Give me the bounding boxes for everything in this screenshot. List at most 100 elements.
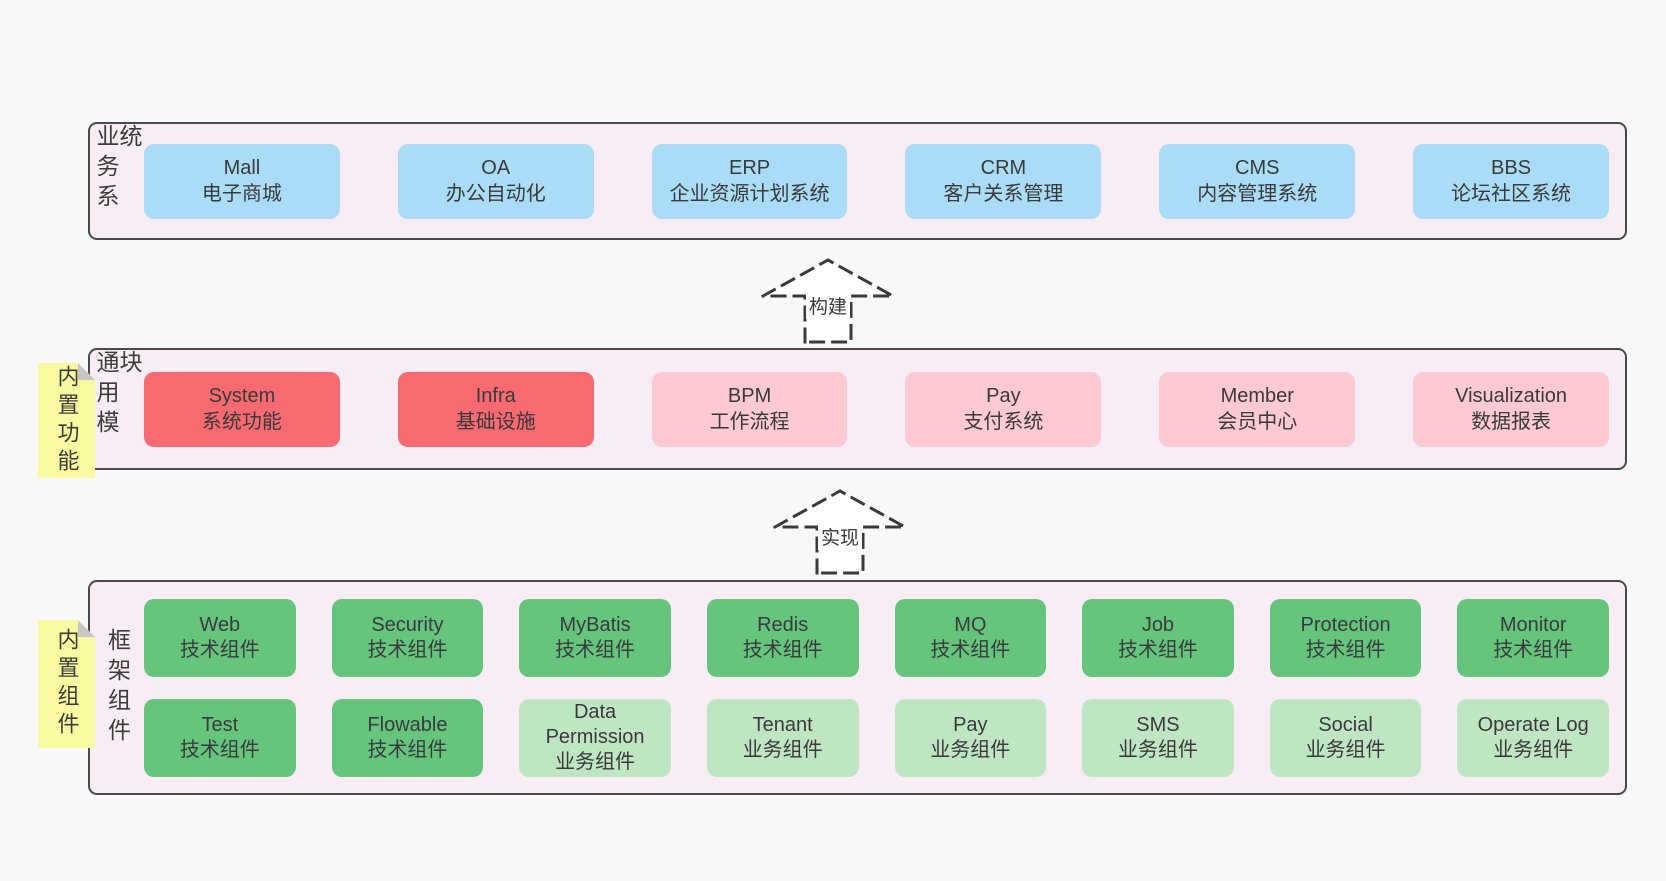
up-arrow-implement: 实现 <box>770 487 910 575</box>
card-oa: OA 办公自动化 <box>397 143 594 219</box>
card-mall: Mall 电子商城 <box>144 143 340 219</box>
card-subtitle: 技术组件 <box>367 738 448 761</box>
up-arrow-build: 构建 <box>758 256 898 344</box>
card-subtitle: 会员中心 <box>1217 411 1298 433</box>
band-label-text: 业务系统 <box>93 124 142 214</box>
card-title: SMS <box>1136 713 1180 736</box>
card-subtitle: 数据报表 <box>1471 411 1552 433</box>
card-subtitle: 技术组件 <box>742 638 823 661</box>
card-test: Test 技术组件 <box>144 698 296 777</box>
card-security: Security 技术组件 <box>331 598 484 677</box>
card-subtitle: 业务组件 <box>1493 738 1574 761</box>
card-subtitle: 技术组件 <box>1493 638 1574 661</box>
card-title: Operate Log <box>1477 713 1589 736</box>
card-bbs: BBS 论坛社区系统 <box>1413 143 1609 219</box>
card-title: Pay <box>953 713 988 736</box>
card-title: Monitor <box>1499 613 1567 636</box>
card-title: Member <box>1220 385 1294 407</box>
card-subtitle: 技术组件 <box>367 638 448 661</box>
card-subtitle: 业务组件 <box>1117 738 1198 761</box>
card-subtitle: 基础设施 <box>455 411 536 433</box>
card-subtitle: 业务组件 <box>1305 738 1386 761</box>
card-title: MQ <box>954 613 987 636</box>
card-title: Pay <box>986 385 1021 407</box>
card-title: Visualization <box>1455 385 1568 407</box>
sticky-note-built-in-components: 内置组件 <box>38 620 95 748</box>
card-operate-log: Operate Log 业务组件 <box>1457 698 1609 777</box>
card-subtitle: 业务组件 <box>742 738 823 761</box>
card-title: CRM <box>980 157 1027 179</box>
card-subtitle: 技术组件 <box>179 638 260 661</box>
card-subtitle: 支付系统 <box>963 411 1044 433</box>
card-mq: MQ 技术组件 <box>894 598 1047 677</box>
card-infra: Infra 基础设施 <box>397 371 594 447</box>
card-title: Test <box>201 713 239 736</box>
band-grid-modules: System 系统功能 Infra 基础设施 BPM 工作流程 Pay 支付系统… <box>144 350 1625 468</box>
card-mybatis: MyBatis 技术组件 <box>519 598 671 677</box>
arrow-label-implement: 实现 <box>817 523 863 550</box>
card-member: Member 会员中心 <box>1159 371 1356 447</box>
card-tenant: Tenant 业务组件 <box>706 698 859 777</box>
card-redis: Redis 技术组件 <box>706 598 859 677</box>
card-subtitle: 业务组件 <box>555 751 636 773</box>
band-label-text: 框架组件 <box>104 627 131 748</box>
card-protection: Protection 技术组件 <box>1269 598 1422 677</box>
band-label-text: 通用模块 <box>93 350 142 440</box>
card-title: Infra <box>475 385 516 407</box>
card-social: Social 业务组件 <box>1269 698 1422 777</box>
card-title: CMS <box>1235 157 1280 179</box>
card-subtitle: 系统功能 <box>201 411 282 433</box>
card-subtitle: 论坛社区系统 <box>1451 183 1572 205</box>
card-system: System 系统功能 <box>144 371 340 447</box>
card-subtitle: 企业资源计划系统 <box>669 183 830 205</box>
card-subtitle: 办公自动化 <box>445 183 546 205</box>
card-title: BBS <box>1491 157 1532 179</box>
card-web: Web 技术组件 <box>144 598 296 677</box>
card-erp: ERP 企业资源计划系统 <box>651 143 848 219</box>
sticky-label: 内置功能 <box>54 364 80 477</box>
card-sms: SMS 业务组件 <box>1082 698 1234 777</box>
card-subtitle: 技术组件 <box>930 638 1011 661</box>
card-visualization: Visualization 数据报表 <box>1413 371 1609 447</box>
card-title: MyBatis <box>559 613 631 636</box>
card-subtitle: 电子商城 <box>201 183 282 205</box>
card-subtitle: 客户关系管理 <box>943 183 1064 205</box>
card-flowable: Flowable 技术组件 <box>331 698 484 777</box>
card-subtitle: 内容管理系统 <box>1197 183 1318 205</box>
card-data-permission: Data Permission 业务组件 <box>519 698 671 777</box>
card-subtitle: 技术组件 <box>179 738 260 761</box>
card-title: Web <box>199 613 241 636</box>
band-grid-components: Web 技术组件 Security 技术组件 MyBatis 技术组件 Redi… <box>144 582 1625 793</box>
card-title: Protection <box>1300 613 1391 636</box>
card-subtitle: 业务组件 <box>930 738 1011 761</box>
card-title: Data Permission <box>545 701 645 748</box>
card-cms: CMS 内容管理系统 <box>1159 143 1356 219</box>
card-title: Redis <box>757 613 809 636</box>
sticky-note-built-in-features: 内置功能 <box>38 363 95 478</box>
card-subtitle: 技术组件 <box>1305 638 1386 661</box>
card-title: Job <box>1141 613 1175 636</box>
card-pay-module: Pay 支付系统 <box>905 371 1102 447</box>
card-title: Tenant <box>752 713 813 736</box>
card-subtitle: 技术组件 <box>555 638 636 661</box>
band-common-modules: 通用模块 System 系统功能 Infra 基础设施 BPM 工作流程 Pay… <box>88 348 1627 470</box>
band-label-common-modules: 通用模块 <box>90 350 144 468</box>
card-pay-component: Pay 业务组件 <box>894 698 1047 777</box>
card-title: ERP <box>729 157 771 179</box>
band-label-framework-components: 框架组件 <box>90 582 144 793</box>
arrow-label-build: 构建 <box>805 292 851 319</box>
card-title: Social <box>1318 713 1373 736</box>
card-title: BPM <box>727 385 772 407</box>
card-job: Job 技术组件 <box>1082 598 1234 677</box>
band-business-systems: 业务系统 Mall 电子商城 OA 办公自动化 ERP 企业资源计划系统 CRM… <box>88 122 1627 240</box>
card-title: System <box>208 385 276 407</box>
card-title: Security <box>371 613 444 636</box>
card-title: OA <box>481 157 511 179</box>
card-title: Mall <box>223 157 261 179</box>
band-grid-business: Mall 电子商城 OA 办公自动化 ERP 企业资源计划系统 CRM 客户关系… <box>144 124 1625 238</box>
card-crm: CRM 客户关系管理 <box>905 143 1102 219</box>
card-subtitle: 工作流程 <box>709 411 790 433</box>
band-framework-components: 框架组件 Web 技术组件 Security 技术组件 MyBatis 技术组件… <box>88 580 1627 795</box>
card-monitor: Monitor 技术组件 <box>1457 598 1609 677</box>
